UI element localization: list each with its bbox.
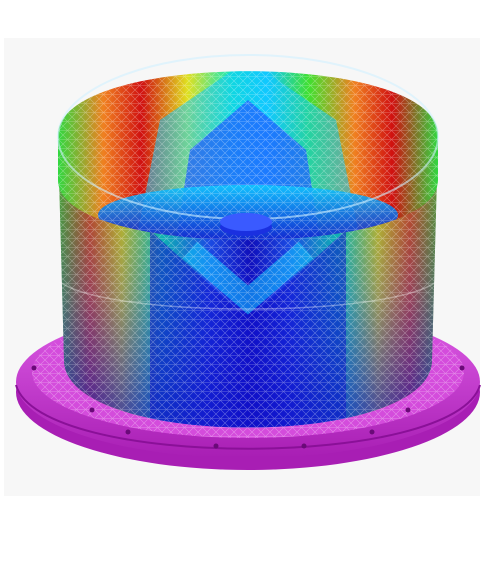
center-hub — [220, 213, 272, 236]
cylinder-inner-wall — [58, 71, 438, 240]
weld-seam — [59, 281, 437, 310]
